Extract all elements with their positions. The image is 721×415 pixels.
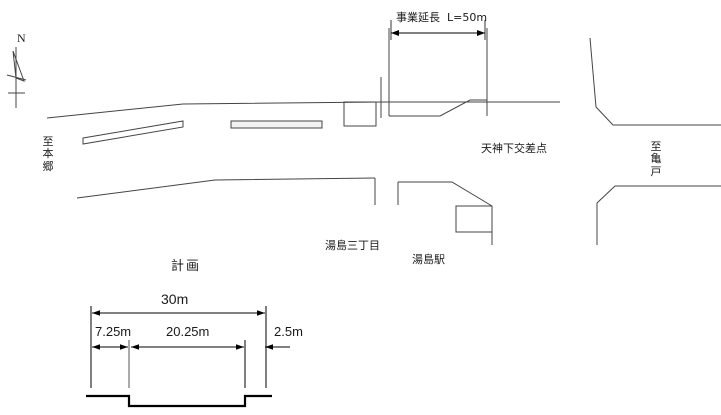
cross-section-title: 計画 [171, 259, 202, 274]
project-length-dimension [390, 20, 486, 40]
cross-section-profile [86, 394, 272, 408]
cross-section-total-width-label: 30m [161, 291, 189, 307]
label-yushima-3chome: 湯島三丁目 [325, 239, 380, 252]
label-to-kameido: 至 亀 戸 [650, 140, 662, 178]
project-section-outline [380, 28, 488, 118]
cross-section-dimensions [90, 306, 290, 388]
cross-section-segment-1-label: 7.25m [95, 324, 132, 339]
yushima-station-block [397, 181, 493, 245]
upper-road-edge [46, 101, 560, 119]
label-tenjinshita-intersection: 天神下交差点 [481, 142, 547, 155]
right-road-upper-edge [589, 37, 721, 126]
cross-section-segment-2-label: 20.25m [166, 324, 210, 339]
label-to-hongo: 至 本 郷 [42, 135, 54, 173]
lower-road-edge [76, 177, 376, 205]
cross-section-segment-3-label: 2.5m [274, 324, 303, 339]
north-arrow-icon [6, 47, 27, 108]
label-yushima-station: 湯島駅 [412, 253, 445, 266]
project-length-label: 事業延長 L=50m [396, 11, 488, 24]
upper-corner-block [343, 101, 377, 127]
median-strip-left [82, 120, 184, 145]
compass-north-label: N [17, 31, 26, 45]
right-road-lower-edge [596, 185, 721, 245]
median-strip-right [230, 120, 323, 129]
